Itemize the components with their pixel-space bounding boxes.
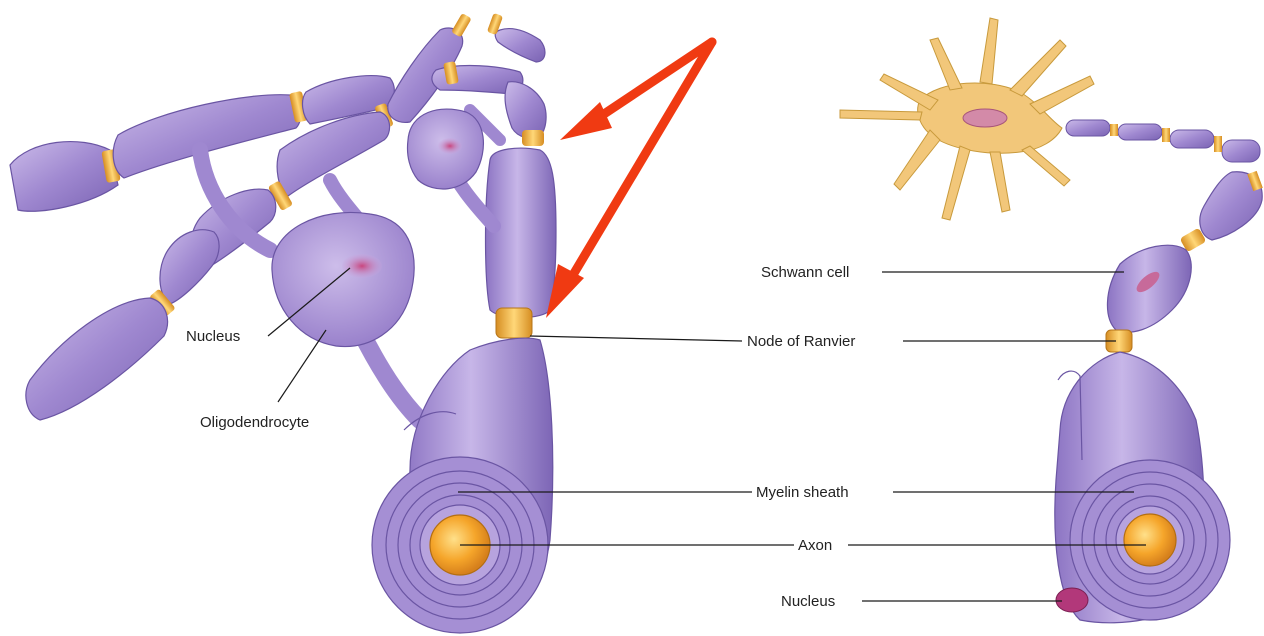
label-axon: Axon xyxy=(798,537,832,554)
label-oligodendrocyte: Oligodendrocyte xyxy=(200,414,309,431)
label-schwann-cell: Schwann cell xyxy=(761,264,849,281)
pns-cross-section xyxy=(1070,460,1230,620)
arrowhead-upper xyxy=(560,102,612,140)
label-nucleus-pns: Nucleus xyxy=(781,593,835,610)
label-node-of-ranvier: Node of Ranvier xyxy=(747,333,855,350)
label-nucleus-cns: Nucleus xyxy=(186,328,240,345)
pns-axon-core xyxy=(1124,514,1176,566)
label-myelin-sheath: Myelin sheath xyxy=(756,484,849,501)
schwann-nucleus xyxy=(1056,588,1088,612)
pns-neuron xyxy=(840,18,1263,623)
schwann-cell xyxy=(1107,245,1191,332)
red-arrows xyxy=(546,42,712,318)
oligodendrocyte-nucleus xyxy=(342,254,382,278)
